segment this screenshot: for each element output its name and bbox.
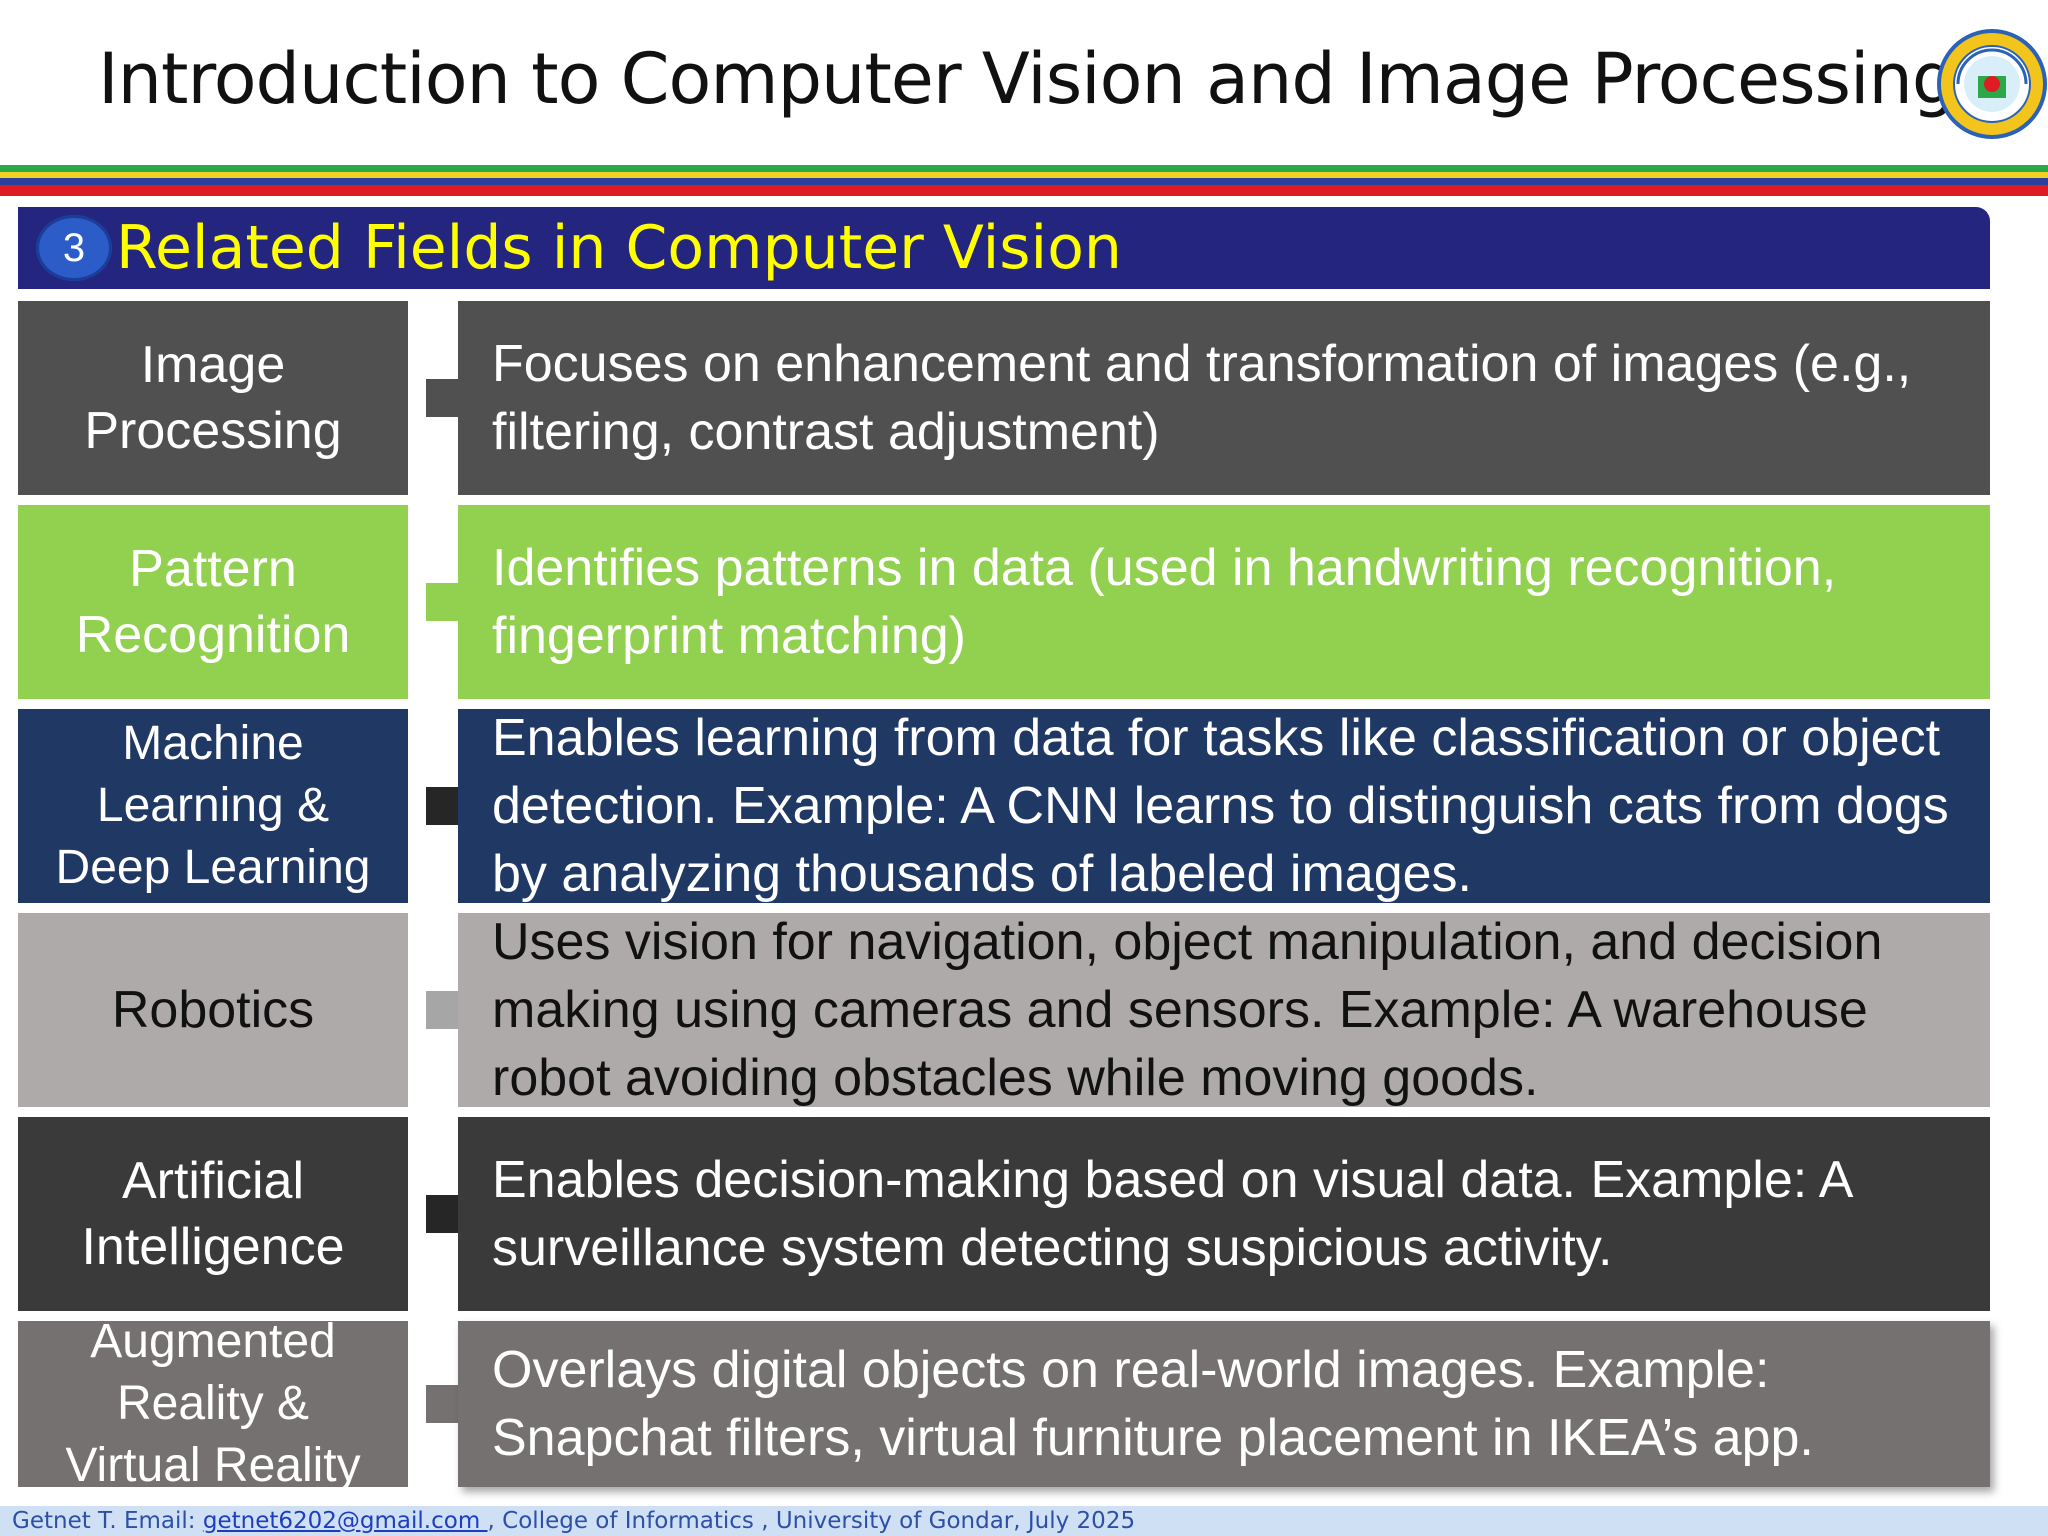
section-title: Related Fields in Computer Vision bbox=[116, 213, 1122, 283]
field-row-pattern-recognition: Pattern Recognition Identifies patterns … bbox=[18, 505, 1990, 699]
divider-blue bbox=[0, 178, 2048, 185]
section-number-badge: 3 bbox=[36, 215, 112, 281]
footer-affiliation: , College of Informatics , University of… bbox=[487, 1508, 1136, 1534]
field-description: Uses vision for navigation, object manip… bbox=[458, 913, 1990, 1107]
footer-email-link[interactable]: getnet6202@gmail.com bbox=[202, 1508, 488, 1534]
field-description: Enables decision-making based on visual … bbox=[458, 1117, 1990, 1311]
field-description: Overlays digital objects on real-world i… bbox=[458, 1321, 1990, 1487]
university-logo-icon bbox=[1936, 28, 2048, 140]
divider-red bbox=[0, 185, 2048, 196]
slide-title: Introduction to Computer Vision and Imag… bbox=[98, 38, 1956, 120]
field-label: Augmented Reality & Virtual Reality bbox=[18, 1315, 408, 1492]
field-description: Identifies patterns in data (used in han… bbox=[458, 505, 1990, 699]
field-label: Pattern Recognition bbox=[18, 505, 408, 699]
field-row-ar-vr: Augmented Reality & Virtual Reality Over… bbox=[18, 1315, 1990, 1492]
field-description: Enables learning from data for tasks lik… bbox=[458, 709, 1990, 903]
field-description: Focuses on enhancement and transformatio… bbox=[458, 301, 1990, 495]
field-row-robotics: Robotics Uses vision for navigation, obj… bbox=[18, 913, 1990, 1107]
field-row-machine-learning: Machine Learning & Deep Learning Enables… bbox=[18, 709, 1990, 903]
field-label: Machine Learning & Deep Learning bbox=[18, 709, 408, 903]
field-label: Image Processing bbox=[18, 301, 408, 495]
divider-yellow bbox=[0, 172, 2048, 178]
divider-green bbox=[0, 165, 2048, 172]
field-row-artificial-intelligence: Artificial Intelligence Enables decision… bbox=[18, 1117, 1990, 1311]
field-label: Robotics bbox=[18, 913, 408, 1107]
footer-author: Getnet T. Email: bbox=[12, 1508, 203, 1534]
field-label: Artificial Intelligence bbox=[18, 1117, 408, 1311]
slide-footer: Getnet T. Email: getnet6202@gmail.com , … bbox=[0, 1506, 2048, 1536]
field-row-image-processing: Image Processing Focuses on enhancement … bbox=[18, 301, 1990, 495]
section-header: 3 Related Fields in Computer Vision bbox=[18, 207, 1990, 289]
